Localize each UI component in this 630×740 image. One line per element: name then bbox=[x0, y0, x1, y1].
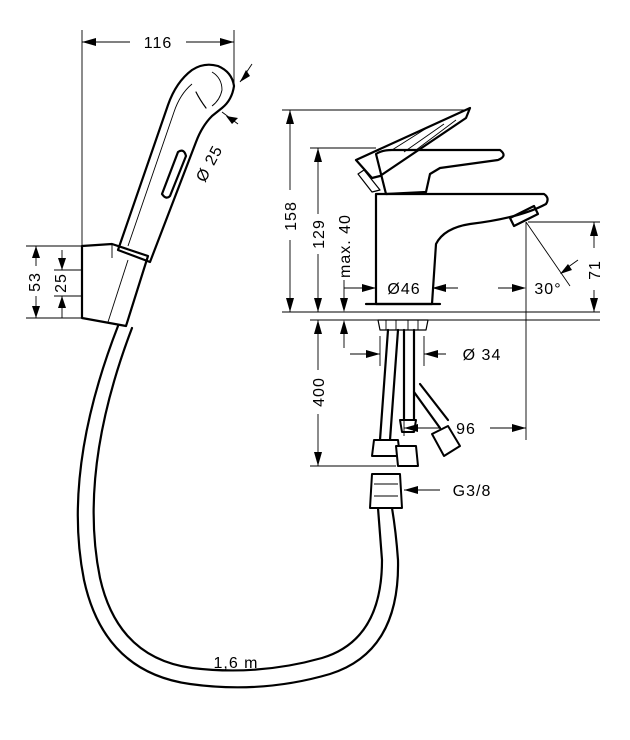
label-max-40: max. 40 bbox=[337, 214, 354, 278]
label-116: 116 bbox=[144, 35, 173, 52]
dimension-labels: 116 Ø 25 53 25 158 129 max. 40 Ø46 71 30… bbox=[27, 35, 604, 672]
label-25: 25 bbox=[53, 273, 70, 293]
label-158: 158 bbox=[283, 201, 300, 231]
label-53: 53 bbox=[27, 272, 44, 292]
label-30-degrees: 30° bbox=[534, 281, 561, 298]
basin-mixer bbox=[354, 106, 549, 509]
label-body-diameter: Ø46 bbox=[387, 281, 420, 298]
label-400: 400 bbox=[311, 377, 328, 407]
dimension-lines bbox=[26, 30, 600, 494]
label-shank-diameter: Ø 34 bbox=[463, 347, 502, 364]
label-96: 96 bbox=[456, 421, 476, 438]
shower-hose bbox=[76, 324, 400, 689]
label-g3-8: G3/8 bbox=[453, 483, 492, 500]
label-hose-length: 1,6 m bbox=[213, 655, 258, 672]
label-129: 129 bbox=[311, 219, 328, 249]
label-spray-diameter: Ø 25 bbox=[193, 143, 226, 185]
hand-shower bbox=[116, 63, 236, 264]
shower-holder bbox=[80, 242, 150, 328]
label-71: 71 bbox=[587, 260, 604, 280]
